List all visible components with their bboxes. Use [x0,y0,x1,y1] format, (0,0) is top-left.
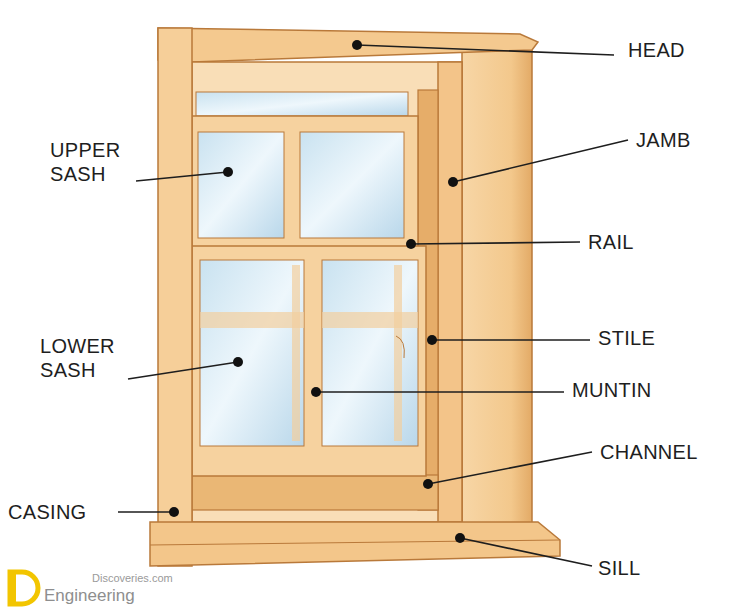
part-label: RAIL [588,230,678,254]
upper-sash [192,116,418,250]
glass-pane [300,132,404,238]
watermark-logo [8,570,38,606]
glass-pane [198,132,284,238]
leader-line [357,45,614,55]
leader-line [453,140,628,182]
leader-line [316,391,564,393]
part-label: JAMB [636,128,726,152]
callout-dot [223,167,233,177]
part-label: HEAD [628,38,728,62]
leader-line [118,511,174,513]
part-label: UPPER SASH [50,138,160,186]
leader-line [411,242,580,244]
callout-dot [448,177,458,187]
callout-dot [352,40,362,50]
sill-board [150,522,560,566]
casing-board [158,28,192,566]
part-label: STILE [598,326,698,350]
watermark: Engineering [44,586,184,606]
callout-dot [169,507,179,517]
rail-behind-glass [200,312,304,328]
sill-edge [150,540,560,545]
logo-bar [8,570,16,606]
glass-pane [322,260,418,446]
head-board [158,28,538,62]
bottom-channel [192,475,438,510]
leader-line [136,172,228,181]
watermark: Discoveries.com [92,572,202,585]
leader-line [460,538,592,566]
muntin-behind-glass [292,265,300,441]
leader-line [428,452,592,484]
muntin-behind-glass [394,265,402,441]
lower-sash [192,246,426,476]
part-label: CHANNEL [600,440,730,464]
callout-dot [233,357,243,367]
callout-dot [427,335,437,345]
leader-line [432,339,590,341]
part-label: MUNTIN [572,378,692,402]
sash-lock [396,336,404,358]
rail-behind-glass [322,312,418,328]
frame-opening [192,62,462,522]
callout-dot [455,533,465,543]
callout-dots [169,40,465,543]
jamb-strip [438,62,462,522]
part-label: LOWER SASH [40,334,150,382]
leader-lines [118,45,628,566]
part-label: CASING [8,500,118,524]
glass-pane [200,260,304,446]
callout-dot [311,387,321,397]
callout-dot [423,479,433,489]
jamb-return [462,40,532,545]
glass-pane [196,92,408,116]
part-label: SILL [598,556,688,580]
callout-dot [406,239,416,249]
leader-line [128,362,238,379]
